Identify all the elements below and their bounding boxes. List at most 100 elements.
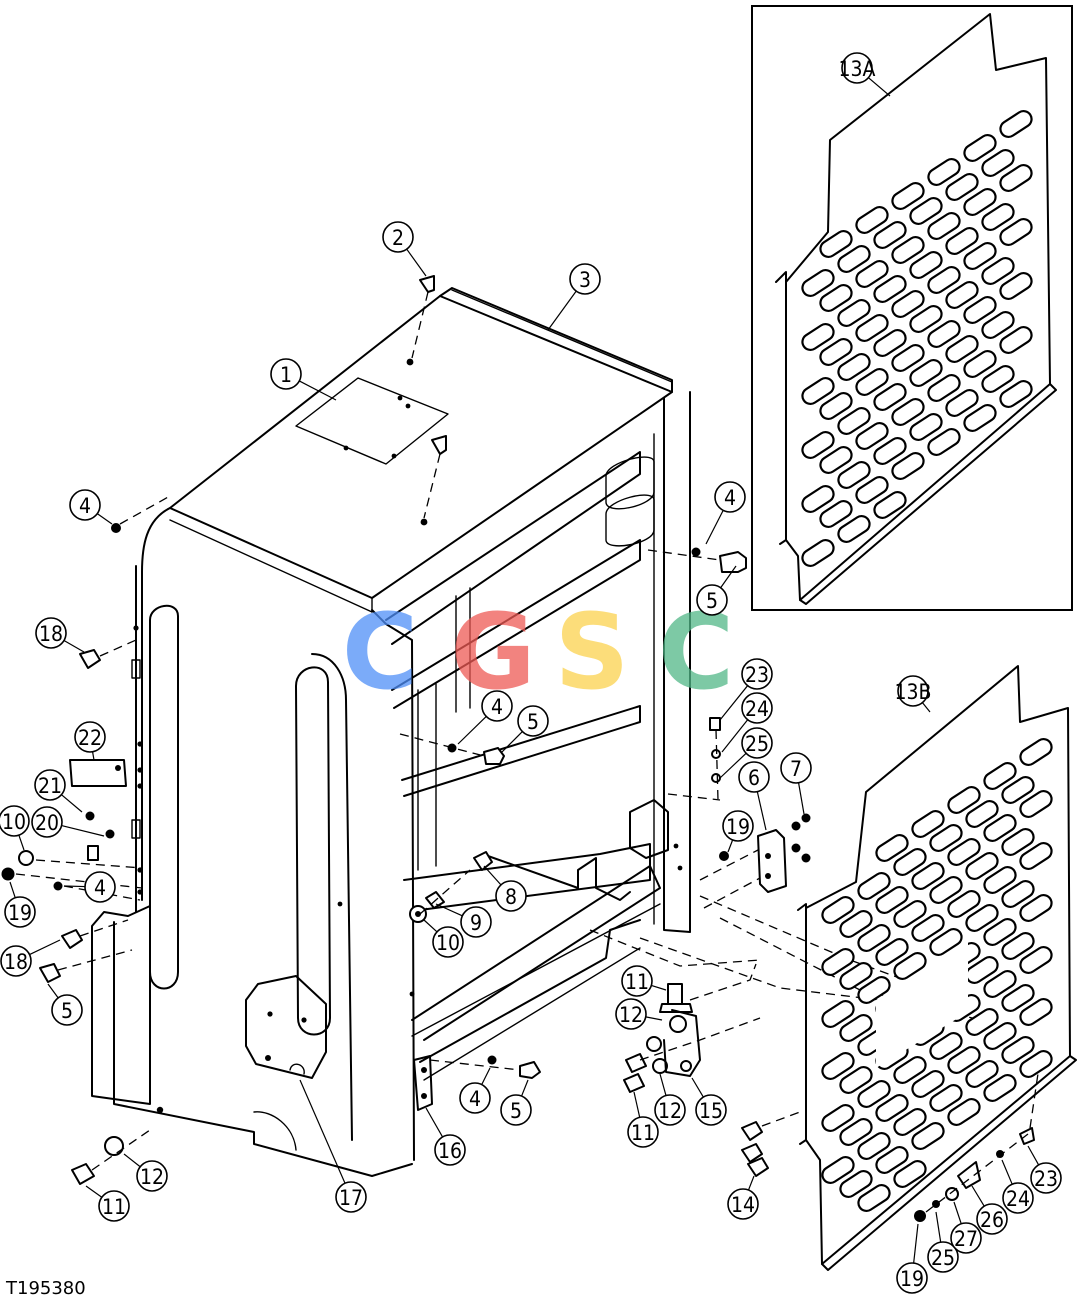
- callout-label: 13B: [895, 680, 932, 704]
- screen-slot: [983, 1021, 1017, 1051]
- screen-slot: [893, 1055, 927, 1085]
- screen-slot: [819, 391, 853, 421]
- callout-leader: [971, 1185, 985, 1207]
- callout-leader: [935, 1211, 942, 1243]
- callout-leader: [425, 1107, 444, 1138]
- callout-label: 5: [527, 710, 539, 734]
- callout-12: 12: [123, 1153, 168, 1192]
- callout-label: 14: [731, 1193, 755, 1217]
- screen-slot: [857, 975, 891, 1005]
- callout-19: 19: [722, 810, 754, 853]
- callout-label: 17: [339, 1186, 363, 1210]
- callout-leader: [747, 1175, 755, 1191]
- cab-frame: [69, 287, 691, 1177]
- callout-leader: [719, 685, 749, 721]
- screen-slot: [947, 785, 981, 815]
- screen-slot: [945, 280, 979, 310]
- callout-13a: 13A: [839, 52, 891, 97]
- screen-slot: [947, 837, 981, 867]
- screen-slot: [875, 937, 909, 967]
- screen-slot: [999, 163, 1033, 193]
- screen-slot: [857, 923, 891, 953]
- screen-slot: [945, 388, 979, 418]
- screen-slot: [981, 310, 1015, 340]
- screen-slot: [965, 903, 999, 933]
- callout-label: 12: [658, 1099, 682, 1123]
- screen-slot: [801, 484, 835, 514]
- screen-slot: [1019, 893, 1053, 923]
- screen-slot: [873, 220, 907, 250]
- screen-slot: [929, 1031, 963, 1061]
- callout-circle: [270, 358, 302, 390]
- callout-leader: [868, 77, 891, 97]
- callout-leader: [47, 983, 59, 999]
- callout-19: 19: [4, 881, 36, 928]
- callout-label: 4: [724, 486, 736, 510]
- callout-label: 5: [61, 999, 73, 1023]
- callout-label: 5: [510, 1099, 522, 1123]
- screen-slot: [909, 250, 943, 280]
- screen-slot: [983, 761, 1017, 791]
- callout-4: 4: [457, 690, 513, 745]
- callout-23: 23: [719, 658, 773, 721]
- callout-circle: [460, 906, 492, 938]
- callout-label: 7: [790, 757, 802, 781]
- screen-slot: [1001, 879, 1035, 909]
- callout-leader: [406, 248, 427, 277]
- screen-slot: [873, 328, 907, 358]
- callout-label: 26: [980, 1208, 1004, 1232]
- screen-slot: [893, 899, 927, 929]
- screen-slot: [855, 421, 889, 451]
- screen-slot: [821, 1103, 855, 1133]
- callout-label: 4: [94, 876, 106, 900]
- callout-leader: [913, 1223, 919, 1264]
- callout-10: 10: [423, 919, 464, 958]
- screen-slot: [927, 427, 961, 457]
- callout-circle: [841, 52, 873, 84]
- screen-slot: [999, 271, 1033, 301]
- callout-leader: [633, 1091, 641, 1118]
- callout-label: 16: [438, 1139, 462, 1163]
- callout-leader: [547, 290, 577, 331]
- callout-leader: [61, 824, 105, 837]
- screen-slot: [873, 490, 907, 520]
- callout-circle: [741, 658, 773, 690]
- screen-slot: [873, 382, 907, 412]
- screen-slot: [1019, 841, 1053, 871]
- callout-leader: [9, 881, 16, 898]
- callout-label: 23: [1034, 1167, 1058, 1191]
- callout-label: 5: [706, 589, 718, 613]
- screen-slot: [927, 211, 961, 241]
- screen-slot: [837, 460, 871, 490]
- callout-label: 25: [745, 732, 769, 756]
- callout-circle: [432, 926, 464, 958]
- screen-slot: [983, 969, 1017, 999]
- screen-slot: [1019, 1049, 1053, 1079]
- callout-leader: [645, 1016, 663, 1021]
- screen-slot: [891, 289, 925, 319]
- callout-circle: [780, 752, 812, 784]
- callout-leader: [521, 1079, 529, 1097]
- watermark-logo: C G S C: [342, 591, 734, 713]
- callout-label: 1: [280, 363, 292, 387]
- callout-label: 4: [79, 494, 91, 518]
- callout-circle: [696, 584, 728, 616]
- screen-13a: [775, 13, 1057, 605]
- callout-5: 5: [501, 705, 549, 753]
- screen-slot: [837, 298, 871, 328]
- callout-circle: [98, 1190, 130, 1222]
- screen-slot: [909, 304, 943, 334]
- screen-slot: [891, 343, 925, 373]
- callout-circle: [738, 761, 770, 793]
- screen-slot: [965, 799, 999, 829]
- callout-20: 20: [31, 806, 105, 838]
- screen-slot: [999, 109, 1033, 139]
- callout-circle: [1030, 1162, 1062, 1194]
- screen-slot: [801, 430, 835, 460]
- callout-circle: [69, 489, 101, 521]
- callout-circle: [654, 1094, 686, 1126]
- callout-label: 11: [625, 970, 649, 994]
- callout-leader: [457, 716, 487, 745]
- callout-9: 9: [435, 903, 492, 938]
